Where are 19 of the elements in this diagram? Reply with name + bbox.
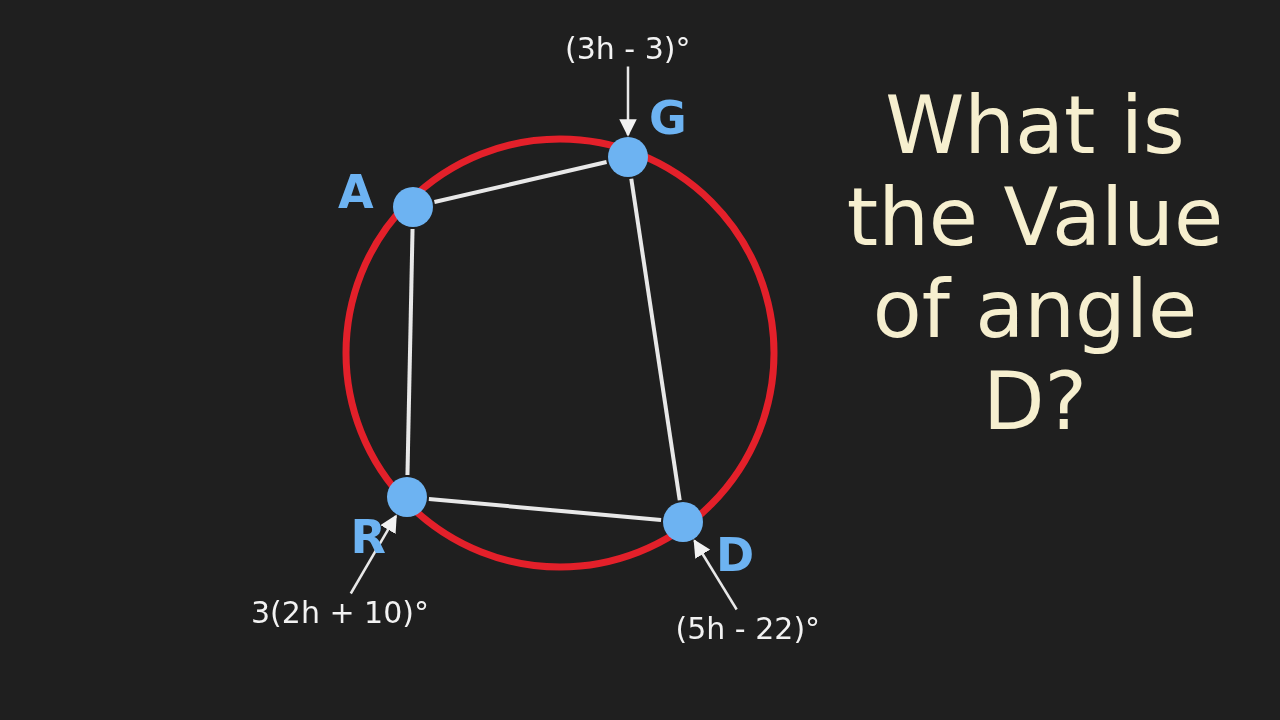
angle-label: (3h - 3)°: [565, 31, 691, 65]
point-label: A: [338, 169, 374, 215]
point-dot: [387, 477, 427, 517]
leader-arrow: [693, 539, 738, 611]
point-label: R: [350, 514, 386, 560]
side-line: [428, 497, 662, 522]
side-line: [629, 178, 682, 501]
angle-label: (5h - 22)°: [675, 611, 821, 645]
point-dot: [608, 137, 648, 177]
leader-arrow: [619, 66, 637, 137]
question-title: What is the Value of angle D?: [845, 80, 1225, 448]
side-line: [405, 228, 415, 476]
leader-arrow: [349, 514, 397, 595]
point-label: G: [649, 95, 687, 141]
point-dot: [393, 187, 433, 227]
point-label: D: [716, 532, 755, 578]
side-line: [433, 160, 608, 204]
point-dot: [663, 502, 703, 542]
angle-label: 3(2h + 10)°: [251, 595, 429, 629]
